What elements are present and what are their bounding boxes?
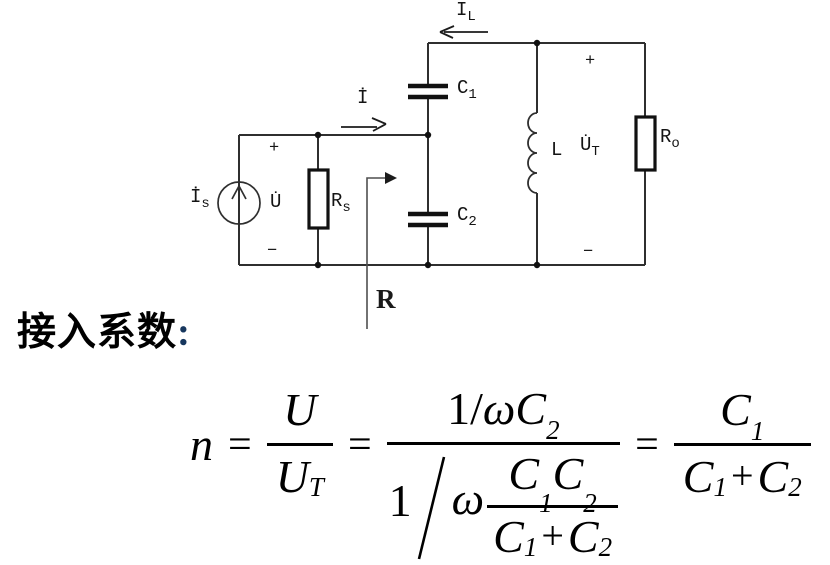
omega: ω xyxy=(451,473,485,525)
fraction-bar xyxy=(266,443,333,447)
c2-subscript: 2 xyxy=(468,214,477,230)
c2-term: C xyxy=(757,451,789,503)
current-i-symbol: İ xyxy=(357,87,369,109)
one-slash: 1/ xyxy=(447,383,483,434)
ut-subscript: T xyxy=(591,144,600,160)
c2-term-subscript: 2 xyxy=(788,472,802,503)
c1-label: C1 xyxy=(457,77,477,103)
current-i-arrow xyxy=(341,117,387,132)
c2-term: C xyxy=(552,448,584,499)
equals-sign: = xyxy=(347,421,372,468)
source-current-symbol: İ xyxy=(190,186,202,208)
plus-sign: + xyxy=(541,512,564,558)
u-voltage-label: U̇ xyxy=(270,193,281,212)
current-i-label: İ xyxy=(357,89,368,108)
ro-symbol: R xyxy=(660,126,672,148)
r-pointer-arrow xyxy=(366,172,397,329)
formula-ut: U xyxy=(275,451,309,503)
u-voltage-symbol: U̇ xyxy=(270,191,282,213)
r-pointer-label: R xyxy=(376,284,396,314)
c2-label: C2 xyxy=(457,204,477,230)
c1-term: C xyxy=(508,448,540,499)
source-current-subscript: s xyxy=(201,196,210,212)
c1-subscript: 1 xyxy=(468,87,477,103)
inductor-l-symbol xyxy=(527,112,538,194)
fraction-bar xyxy=(673,443,811,447)
c1-symbol: C xyxy=(457,77,469,99)
c2-term: C xyxy=(515,383,547,434)
current-il-label: IL xyxy=(456,0,476,25)
u-minus-sign: − xyxy=(267,242,278,261)
c1-term-subscript: 1 xyxy=(523,531,538,562)
ro-label: Ro xyxy=(660,126,680,152)
omega: ω xyxy=(482,383,516,434)
rs-symbol: R xyxy=(331,190,343,212)
ut-plus-sign: + xyxy=(585,52,596,71)
c1-term: C xyxy=(682,451,714,503)
current-il-subscript: L xyxy=(467,9,476,25)
capacitor-c2-symbol xyxy=(408,211,448,228)
current-il-symbol: I xyxy=(456,0,468,21)
rs-label: Rs xyxy=(331,190,351,216)
section-heading-text: 接入系数 xyxy=(17,311,178,354)
formula-n: n xyxy=(190,418,213,470)
formula-u: U xyxy=(283,384,317,436)
ut-minus-sign: − xyxy=(583,243,594,262)
circuit-diagram xyxy=(217,25,657,329)
section-heading: 接入系数: xyxy=(17,311,191,356)
node-dots xyxy=(314,39,541,269)
c2-term-subscript: 2 xyxy=(583,488,597,518)
plus-sign: + xyxy=(730,453,754,499)
c1-term: C xyxy=(493,510,524,562)
big-slash xyxy=(417,456,445,560)
c2-term-subscript: 2 xyxy=(546,415,560,445)
one: 1 xyxy=(388,475,412,527)
equals-sign: = xyxy=(228,421,252,468)
rs-subscript: s xyxy=(342,200,351,216)
current-il-arrow xyxy=(439,25,488,39)
fraction-bar xyxy=(487,505,619,508)
current-source-symbol xyxy=(217,181,261,225)
c1-term-subscript: 1 xyxy=(539,488,553,518)
c2-term: C xyxy=(567,510,599,562)
ut-voltage-label: U̇T xyxy=(580,134,600,160)
resistor-rs-symbol xyxy=(307,168,330,230)
resistor-ro-symbol xyxy=(634,115,657,172)
formula-ut-subscript: T xyxy=(308,472,324,503)
ro-subscript: o xyxy=(671,136,680,152)
equals-sign: = xyxy=(635,421,659,468)
u-plus-sign: + xyxy=(269,139,280,158)
c2-term-subscript: 2 xyxy=(598,531,613,562)
c1-term: C xyxy=(720,384,751,436)
c2-symbol: C xyxy=(457,204,469,226)
fraction-bar xyxy=(386,442,621,445)
section-heading-colon: : xyxy=(177,311,192,354)
l-symbol: L xyxy=(551,139,563,161)
source-current-label: İs xyxy=(190,186,210,212)
l-label: L xyxy=(551,141,562,160)
capacitor-c1-symbol xyxy=(408,83,448,100)
ut-voltage-symbol: U̇ xyxy=(580,134,592,156)
c1-term-subscript: 1 xyxy=(750,416,765,447)
c1-term-subscript: 1 xyxy=(713,472,727,503)
